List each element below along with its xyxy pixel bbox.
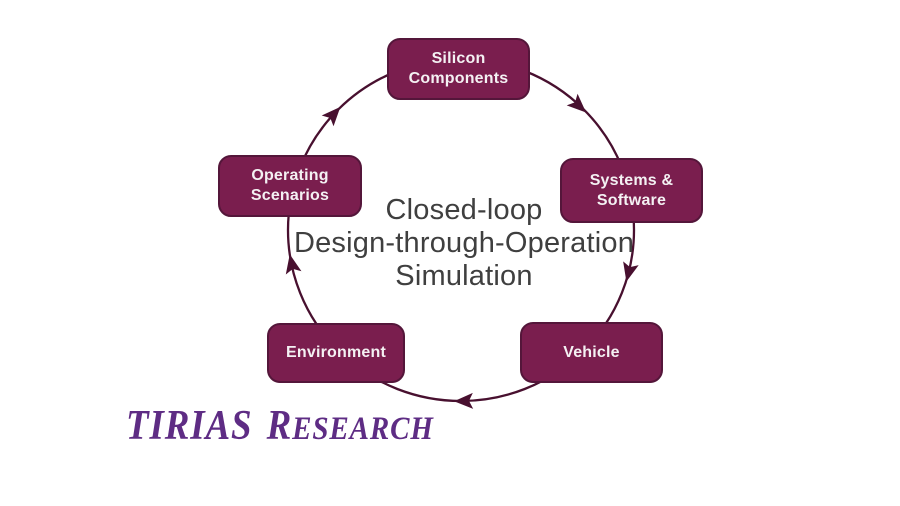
node-vehicle: Vehicle: [520, 322, 663, 383]
diagram-title-line: Design-through-Operation: [293, 227, 635, 259]
logo-word-research-rest: ESEARCH: [292, 411, 434, 447]
diagram-title-line: Closed-loop: [385, 194, 543, 226]
node-environment: Environment: [267, 323, 405, 383]
arrowhead-icon: [321, 106, 341, 127]
logo-word-tirias: TIRIAS: [126, 403, 253, 449]
node-label: Operating Scenarios: [250, 167, 330, 204]
logo-word-research-initial: R: [266, 403, 293, 449]
tirias-research-logo: TIRIAS RESEARCH: [126, 403, 434, 453]
diagram-title: Closed-loop Design-through-Operation Sim…: [264, 194, 664, 293]
diagram-title-line: Simulation: [395, 260, 533, 292]
node-label: Environment: [286, 344, 386, 361]
node-label: Vehicle: [563, 343, 620, 361]
arrowhead-icon: [285, 254, 302, 275]
arrowhead-icon: [566, 93, 587, 113]
node-label: Silicon Components: [408, 50, 509, 87]
node-silicon-components: Silicon Components: [387, 38, 530, 100]
arrowhead-icon: [623, 261, 639, 282]
arrowhead-icon: [454, 392, 474, 409]
node-operating-scenarios: Operating Scenarios: [218, 155, 362, 217]
node-systems-software: Systems & Software: [560, 158, 703, 223]
node-label: Systems & Software: [589, 171, 674, 209]
